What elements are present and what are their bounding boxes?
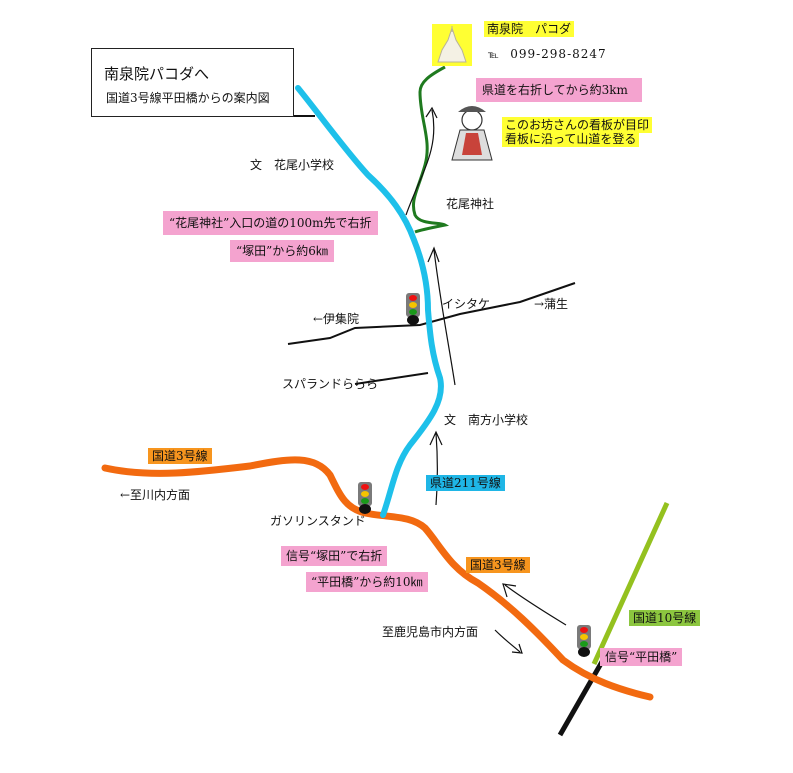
route3-road [101,456,654,701]
note-distance-after-turn: 県道を右折してから約3km [476,78,642,103]
direction-arrows [405,106,567,654]
kagoshima-label: 至鹿児島市内方面 [382,625,479,639]
gamo-label: →蒲生 [534,297,569,311]
note-tsukada-distance: “塚田”から約6㎞ [230,240,334,263]
arrow-up-mid-head [427,246,440,263]
note-monk-sign-1: このお坊さんの看板が目印 [502,117,653,134]
arrow-up-mid [433,249,456,386]
pagoda-icon [432,24,472,66]
route10-label: 国道10号線 [629,610,701,627]
destination-phone: ℡ 099-298-8247 [488,47,607,62]
arrow-up-top-head [425,106,438,119]
arrow-kagoshima-head [511,643,523,654]
traffic-light-icon [405,293,421,325]
arrow-up-low [435,432,439,506]
arrow-nw [504,584,567,626]
traffic-light-icon [576,625,592,657]
note-monk-sign-2: 看板に沿って山道を登る [502,131,640,148]
monk-icon [451,106,493,161]
minamikata-school-label: 文 南方小学校 [444,413,529,427]
map-title: 南泉院パコダへ [104,65,210,83]
traffic-light-icon [357,482,373,514]
route10-road [591,501,670,666]
spaland-label: スパランドららら [282,377,379,391]
ijuin-label: ←伊集院 [313,312,360,326]
note-hirata-distance: “平田橋”から約10㎞ [306,572,428,593]
destination-name: 南泉院 パコダ [484,21,575,38]
hanao-school-label: 文 花尾小学校 [250,158,335,172]
phone-number: 099-298-8247 [510,47,607,61]
pref211-road [295,85,444,518]
note-hanao-turn: “花尾神社”入口の道の100m先で右折 [163,211,378,236]
gas-station-label: ガソリンスタンド [270,514,366,528]
arrow-up-low-head [429,430,443,446]
sendai-label: ←至川内方面 [120,488,191,502]
route3-label-west: 国道3号線 [148,448,212,465]
map-subtitle: 国道3号線平田橋からの案内図 [106,91,270,105]
phone-icon: ℡ [488,50,499,61]
mountain-road [411,65,450,234]
arrow-kagoshima [494,629,521,653]
title-box: 南泉院パコダへ 国道3号線平田橋からの案内図 [91,48,294,117]
note-signal-tsukada: 信号“塚田”で右折 [281,546,388,567]
spaland-road [354,372,429,385]
hanao-shrine-label: 花尾神社 [446,197,495,211]
route3-label-east: 国道3号線 [466,557,530,574]
black-road-south [557,658,606,737]
ijuin-gamo-road [287,282,576,345]
arrow-nw-head [502,583,517,598]
ishitake-label: イシタケ [442,297,491,311]
arrow-up-top [405,109,435,216]
pref211-label: 県道211号線 [426,475,505,492]
signal-hirata-label: 信号“平田橋” [600,648,683,667]
